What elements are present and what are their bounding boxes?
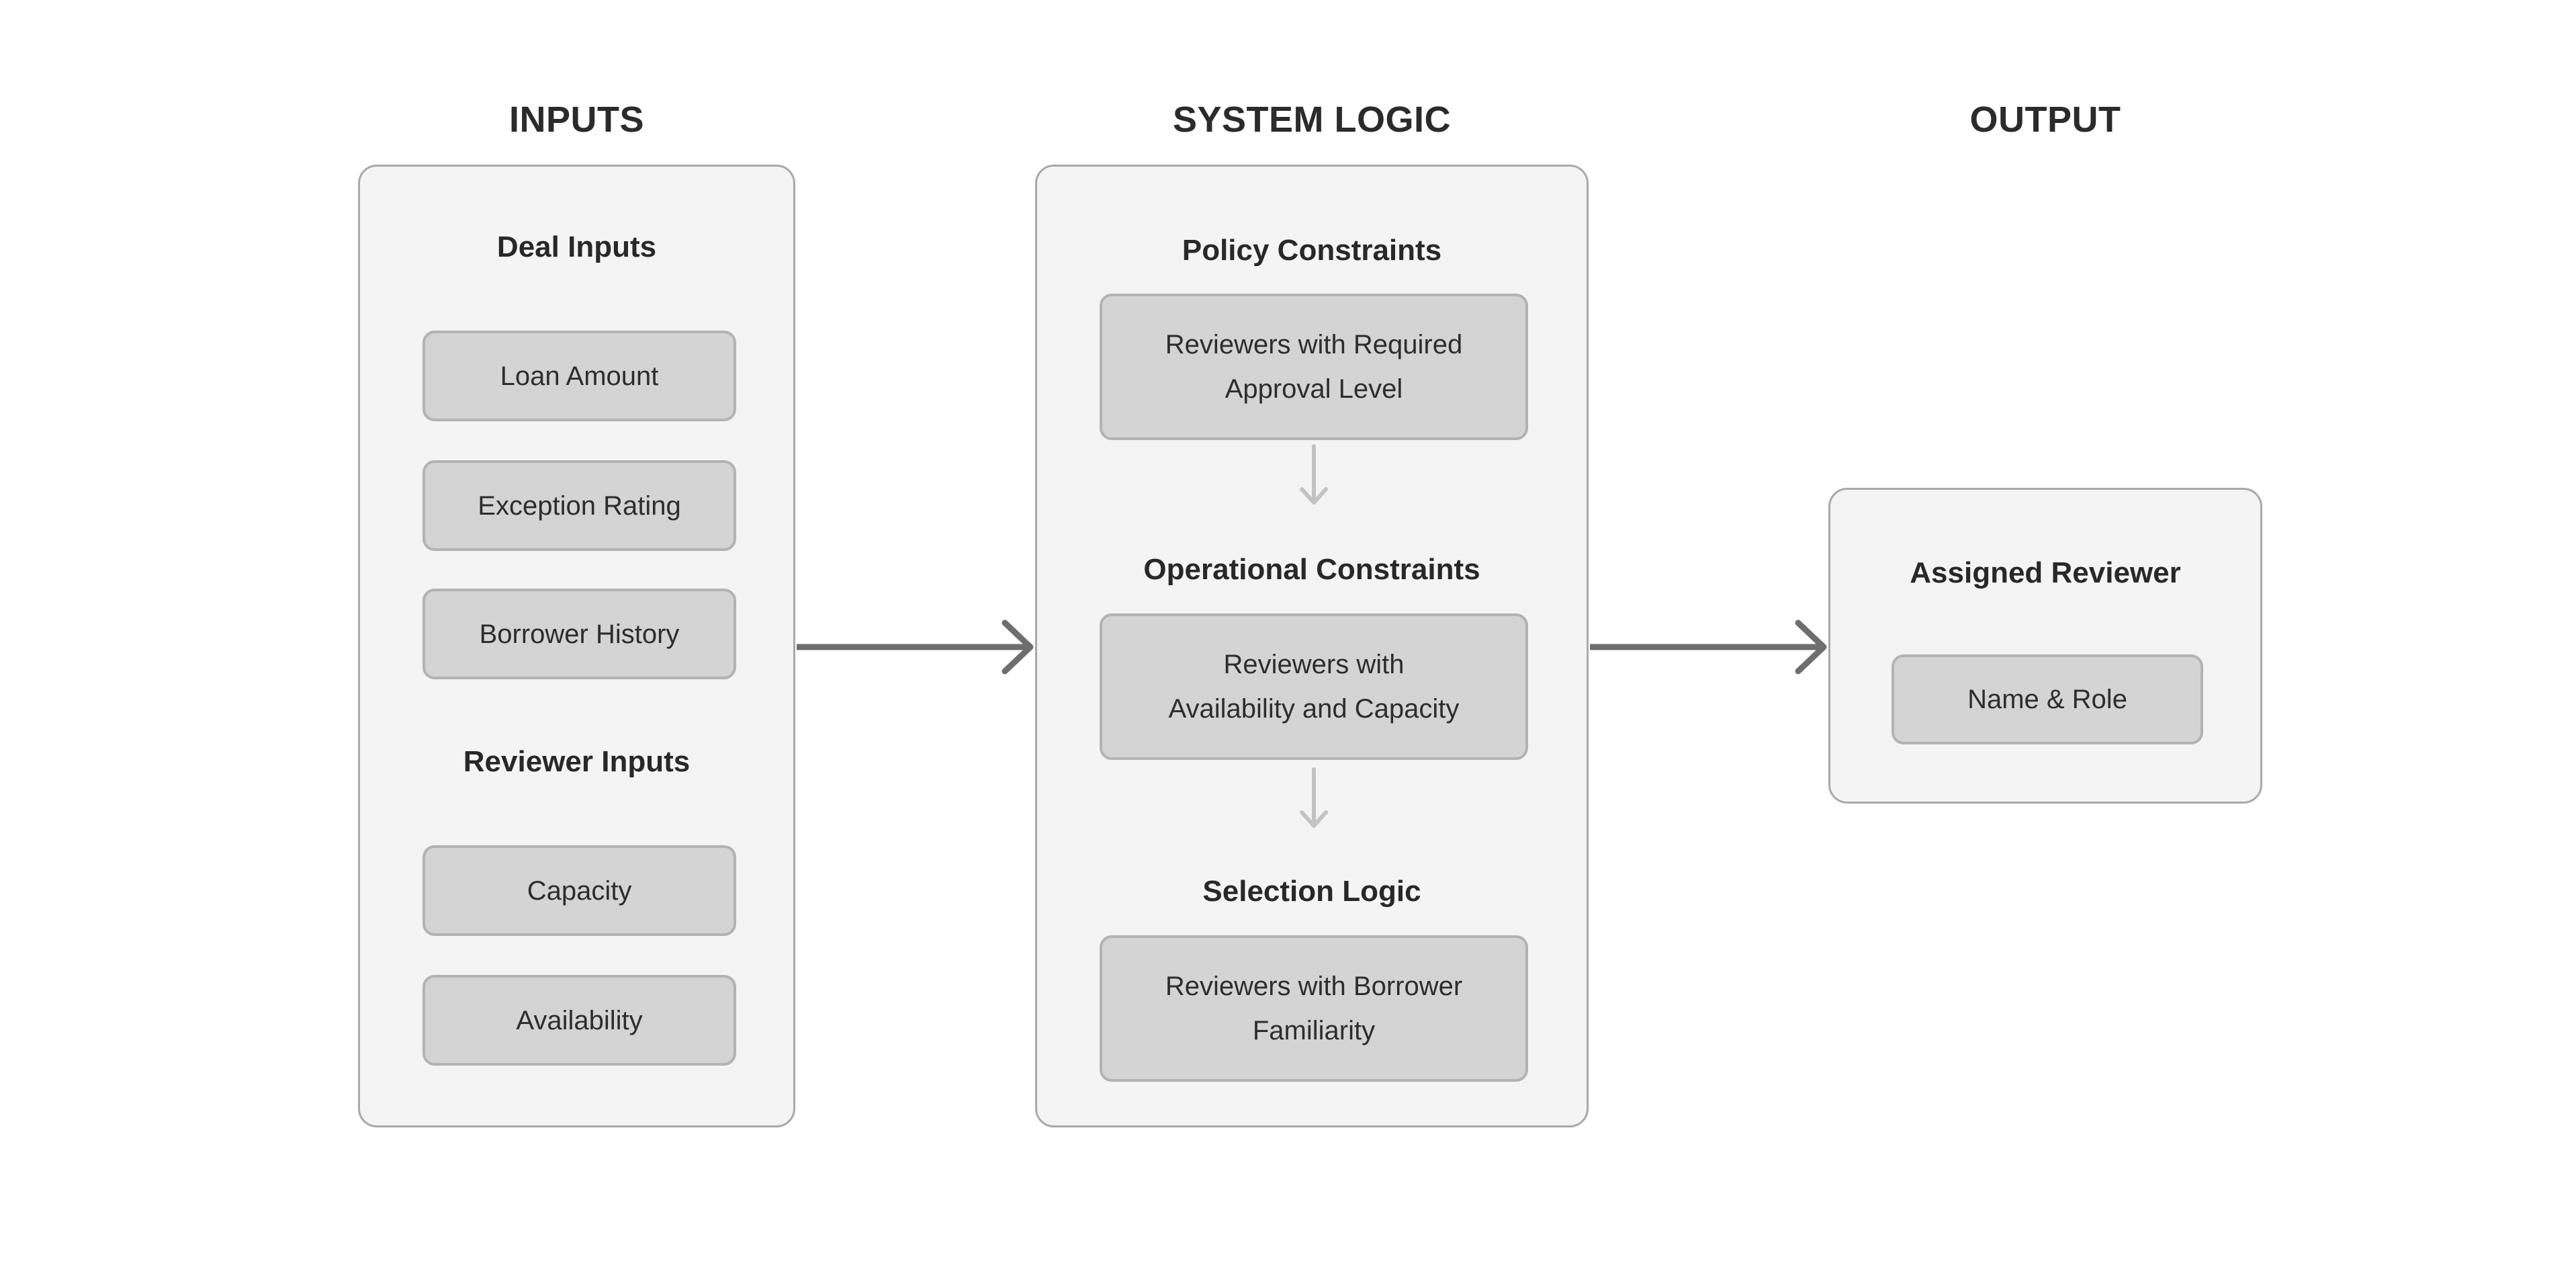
selection-logic-heading: Selection Logic: [1202, 875, 1421, 908]
arrow-right-icon: [1590, 619, 1827, 675]
column-header-output: OUTPUT: [1969, 99, 2121, 140]
arrow-right-icon: [797, 619, 1034, 675]
column-header-system-logic: SYSTEM LOGIC: [1172, 99, 1452, 140]
column-header-inputs: INPUTS: [508, 99, 645, 140]
node-reviewers-required-approval: Reviewers with Required Approval Level: [1100, 294, 1528, 440]
policy-constraints-heading: Policy Constraints: [1182, 234, 1442, 267]
arrow-down-icon: [1300, 444, 1328, 505]
system-logic-panel: Policy Constraints Reviewers with Requir…: [1035, 165, 1589, 1127]
node-availability: Availability: [423, 975, 736, 1066]
output-panel: Assigned Reviewer Name & Role: [1828, 488, 2262, 804]
assigned-reviewer-heading: Assigned Reviewer: [1910, 556, 2181, 589]
node-exception-rating: Exception Rating: [423, 460, 736, 551]
node-reviewers-availability-capacity: Reviewers with Availability and Capacity: [1100, 613, 1528, 760]
node-capacity: Capacity: [423, 845, 736, 936]
node-borrower-history: Borrower History: [423, 589, 736, 679]
inputs-panel: Deal Inputs Loan Amount Exception Rating…: [358, 165, 795, 1127]
reviewer-inputs-heading: Reviewer Inputs: [463, 745, 691, 778]
node-reviewers-borrower-familiarity: Reviewers with Borrower Familiarity: [1100, 935, 1528, 1082]
arrow-down-icon: [1300, 767, 1328, 828]
node-name-and-role: Name & Role: [1892, 654, 2203, 744]
operational-constraints-heading: Operational Constraints: [1143, 553, 1480, 586]
node-loan-amount: Loan Amount: [423, 331, 736, 421]
deal-inputs-heading: Deal Inputs: [496, 230, 657, 263]
